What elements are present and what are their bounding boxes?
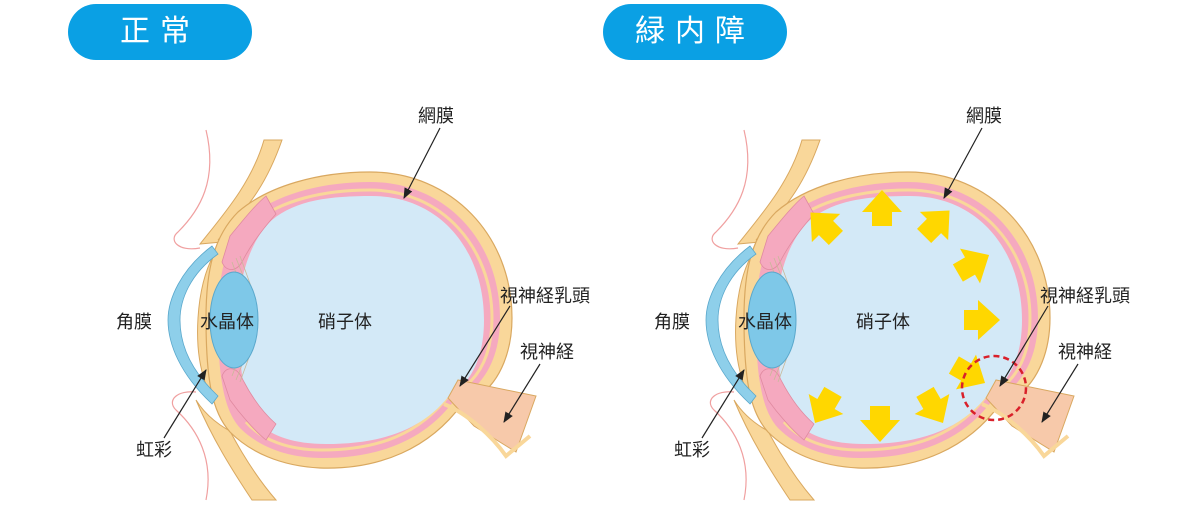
normal-retina-label: 網膜: [418, 106, 454, 127]
normal-vitreous-label: 硝子体: [318, 312, 372, 333]
glaucoma-optic-disc-pointer: [999, 305, 1049, 387]
glaucoma-iris-pointer: [701, 369, 745, 439]
normal-title-badge: 正常: [68, 4, 252, 60]
normal-lens-label: 水晶体: [200, 312, 254, 333]
glaucoma-iris-label: 虹彩: [674, 440, 710, 461]
normal-optic-nerve-pointer: [503, 363, 541, 423]
glaucoma-retina-pointer: [943, 127, 983, 199]
normal-iris-pointer: [163, 369, 207, 439]
normal-retina-pointer: [403, 127, 441, 199]
normal-optic-nerve-label: 視神経: [520, 342, 574, 363]
glaucoma-optic-disc-label: 視神経乳頭: [1040, 286, 1130, 307]
glaucoma-retina-label: 網膜: [966, 106, 1002, 127]
normal-eye-panel: 網膜 視神経乳頭 視神経 角膜 水晶体 硝子体 虹彩: [116, 106, 590, 502]
glaucoma-optic-nerve-pointer: [1041, 363, 1079, 423]
glaucoma-vitreous-label: 硝子体: [856, 312, 910, 333]
normal-iris-label: 虹彩: [136, 440, 172, 461]
glaucoma-optic-nerve-label: 視神経: [1058, 342, 1112, 363]
glaucoma-lens-label: 水晶体: [738, 312, 792, 333]
normal-optic-disc-pointer: [459, 305, 511, 387]
optic-disc-damage-circle: [960, 354, 1028, 422]
glaucoma-cornea-label: 角膜: [654, 312, 690, 333]
normal-cornea-label: 角膜: [116, 312, 152, 333]
glaucoma-title-badge: 緑内障: [603, 4, 787, 60]
glaucoma-eye-panel: 網膜 視神経乳頭 視神経 角膜 水晶体 硝子体 虹彩: [654, 106, 1130, 502]
normal-optic-disc-label: 視神経乳頭: [500, 286, 590, 307]
